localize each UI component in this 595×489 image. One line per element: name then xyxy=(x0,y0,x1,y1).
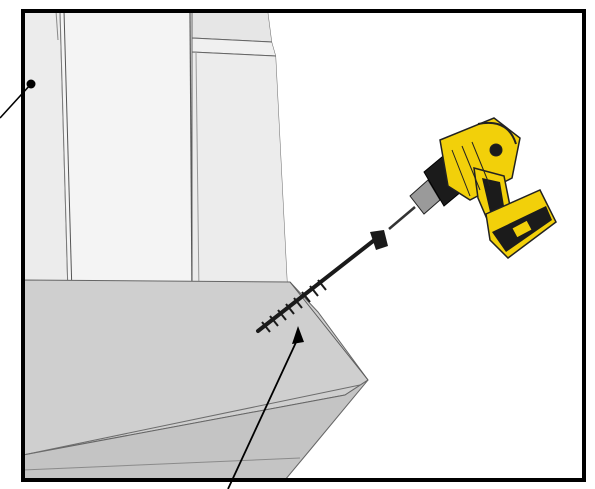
callout-dot xyxy=(27,80,36,89)
window-trim xyxy=(190,11,290,300)
